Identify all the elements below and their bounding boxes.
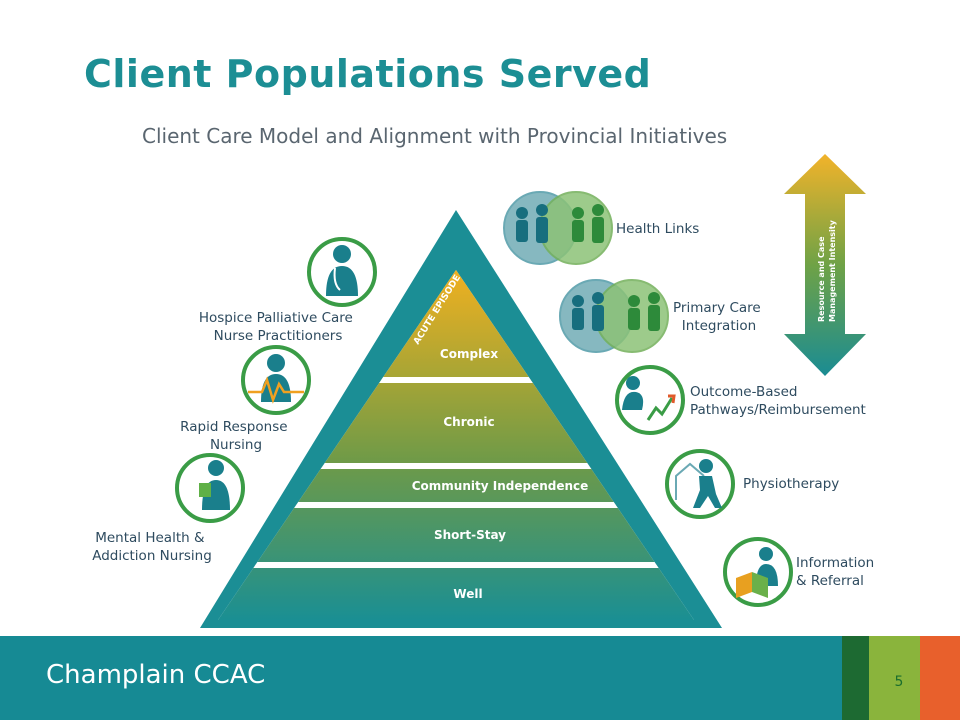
mental-health-label: Mental Health & Addiction Nursing (92, 530, 212, 564)
health-links-item: Health Links (503, 191, 699, 265)
footer-stripe-light-green (869, 636, 920, 720)
tier-short-stay: Short-Stay (434, 528, 506, 542)
health-links-label: Health Links (616, 221, 699, 237)
physiotherapy-label: Physiotherapy (743, 476, 839, 492)
arrow-label: Resource and Case Management Intensity (817, 219, 837, 322)
outcome-based-label: Outcome-Based Pathways/Reimbursement (690, 384, 866, 418)
hospice-item: Hospice Palliative Care Nurse Practition… (199, 237, 377, 344)
tier-complex: Complex (440, 347, 498, 361)
primary-care-item: Primary Care Integration (559, 279, 765, 353)
care-model-diagram: ACUTE EPISODE Complex Chronic Community … (92, 154, 878, 628)
information-referral-label: Information & Referral (796, 555, 878, 589)
primary-care-label: Primary Care Integration (673, 300, 765, 334)
tier-well: Well (453, 587, 482, 601)
physiotherapy-item: Physiotherapy (665, 449, 839, 519)
hospice-label: Hospice Palliative Care Nurse Practition… (199, 310, 357, 344)
page-number: 5 (894, 674, 904, 690)
diagram-subtitle: Client Care Model and Alignment with Pro… (142, 124, 728, 148)
information-referral-item: Information & Referral (723, 537, 878, 607)
footer-stripe-orange (920, 636, 960, 720)
outcome-based-item: Outcome-Based Pathways/Reimbursement (615, 365, 866, 435)
tier-community-independence: Community Independence (412, 479, 589, 493)
slide-title: Client Populations Served (84, 52, 652, 96)
mental-health-item: Mental Health & Addiction Nursing (92, 453, 245, 564)
tier-chronic: Chronic (443, 415, 494, 429)
intensity-arrow: Resource and Case Management Intensity (784, 154, 866, 376)
rapid-response-label: Rapid Response Nursing (180, 419, 292, 453)
footer-org-name: Champlain CCAC (46, 660, 266, 690)
footer-bar (0, 636, 960, 720)
rapid-response-item: Rapid Response Nursing (180, 345, 311, 453)
double-arrow-icon (784, 154, 866, 376)
footer-stripe-dark-green (842, 636, 869, 720)
